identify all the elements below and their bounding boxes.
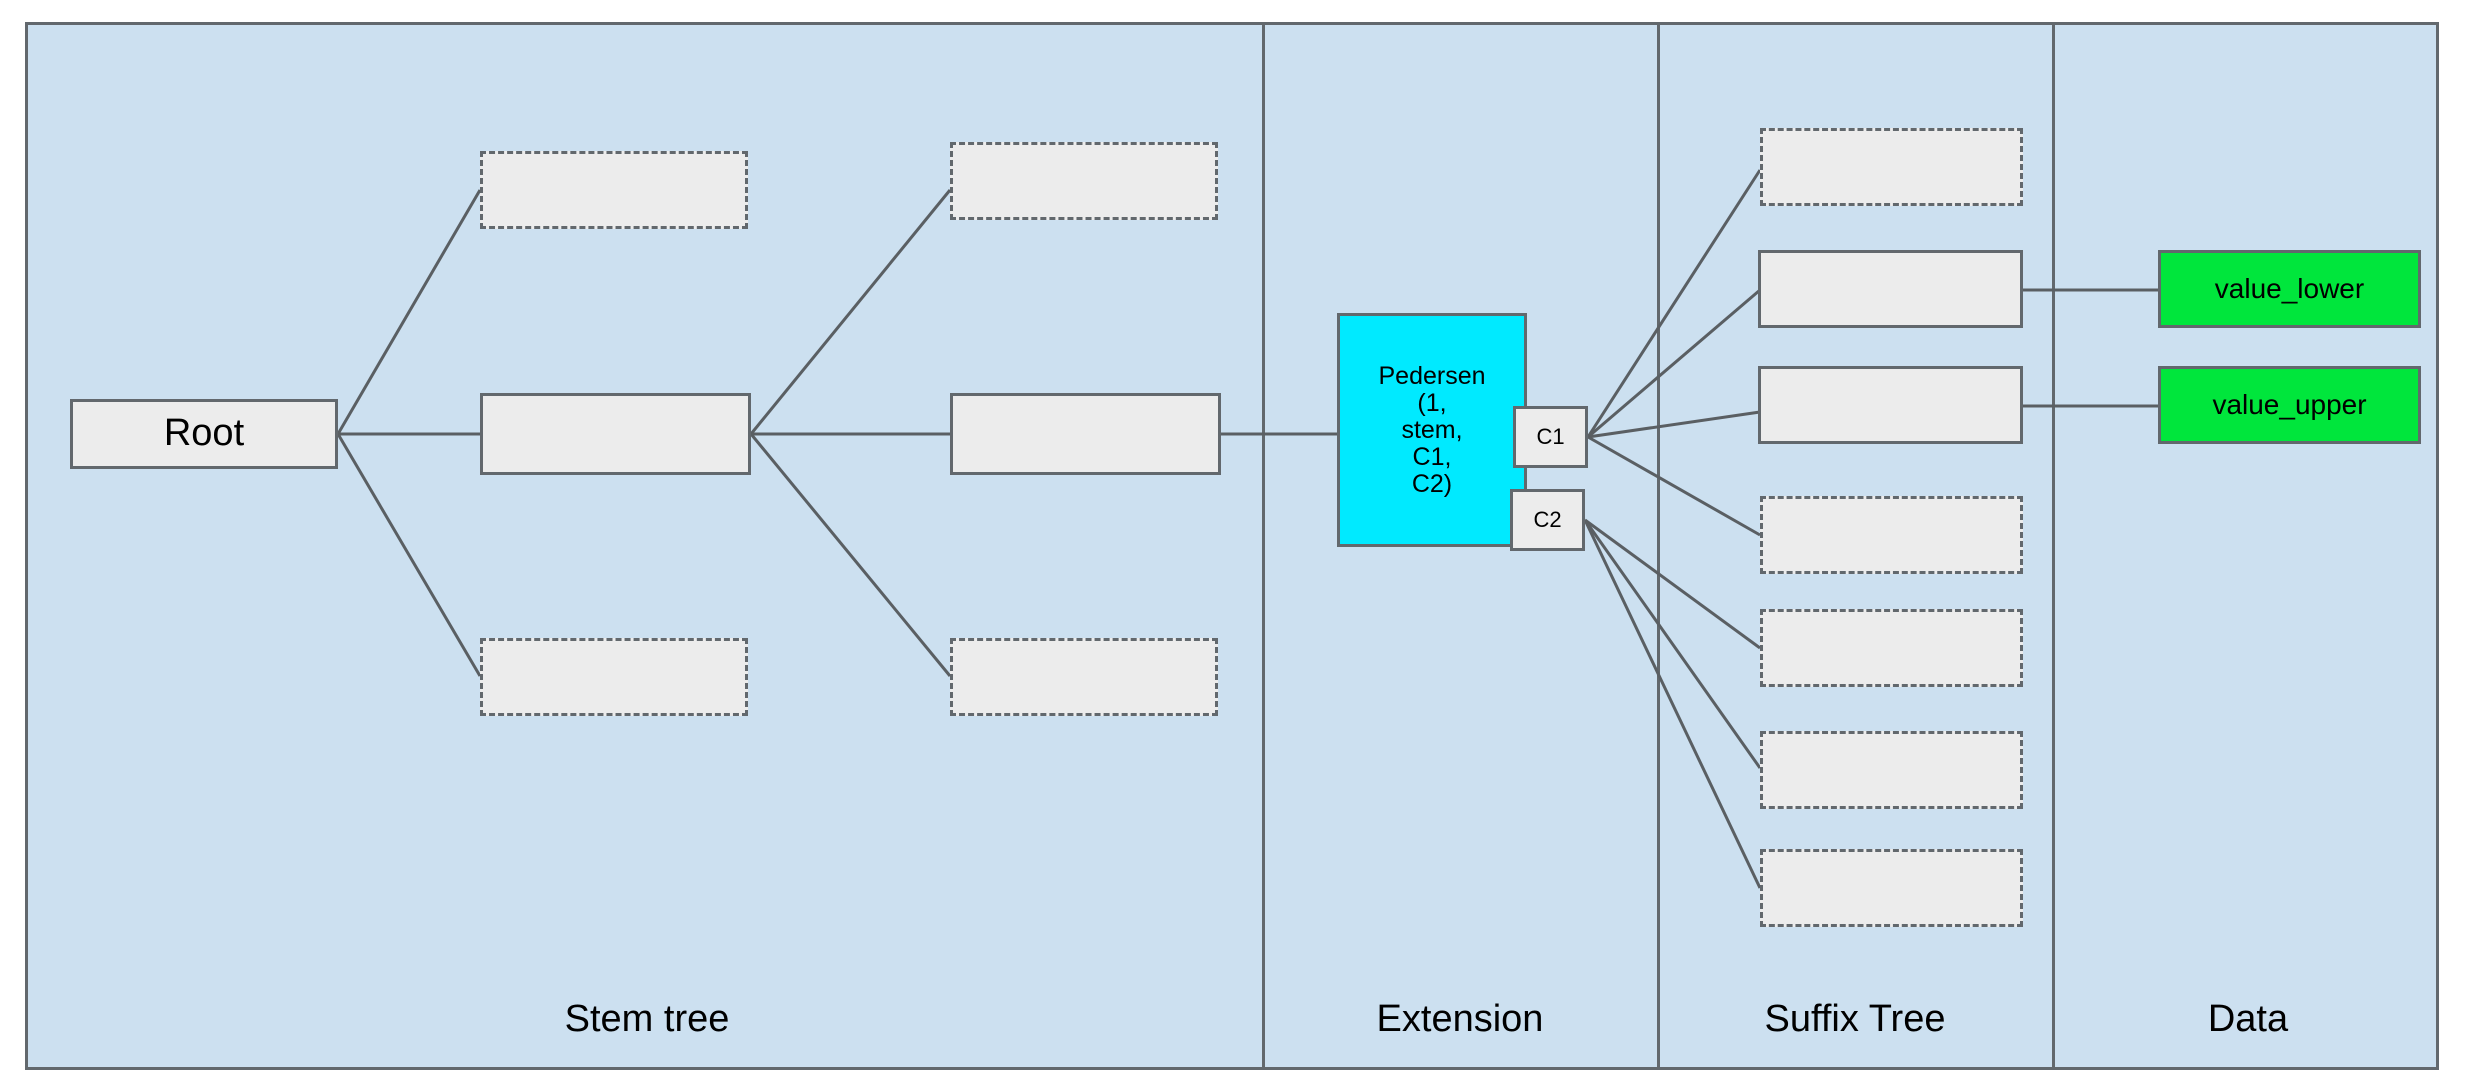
node-stem-mid-1[interactable] <box>480 393 751 475</box>
node-suffix-7[interactable] <box>1760 849 2023 927</box>
zone-label-data: Data <box>2207 998 2289 1040</box>
node-commitment-c2-label: C2 <box>1533 507 1562 533</box>
node-suffix-4[interactable] <box>1760 496 2023 574</box>
divider-extension-suffix <box>1657 22 1660 1070</box>
node-root[interactable]: Root <box>70 399 338 469</box>
node-stem-upper-1[interactable] <box>480 151 748 229</box>
node-pedersen-commitment[interactable]: Pedersen (1, stem, C1, C2) <box>1337 313 1527 547</box>
node-value-lower-label: value_lower <box>2214 272 2365 304</box>
node-suffix-6[interactable] <box>1760 731 2023 809</box>
node-commitment-c2[interactable]: C2 <box>1510 489 1585 551</box>
node-value-upper-label: value_upper <box>2212 388 2367 420</box>
zone-label-stem-tree: Stem tree <box>564 998 730 1040</box>
node-stem-mid-2[interactable] <box>950 393 1221 475</box>
node-suffix-2[interactable] <box>1758 250 2023 328</box>
node-commitment-c1-label: C1 <box>1536 424 1565 450</box>
node-stem-lower-1[interactable] <box>480 638 748 716</box>
zone-label-extension: Extension <box>1376 998 1544 1040</box>
node-pedersen-label: Pedersen (1, stem, C1, C2) <box>1378 361 1486 498</box>
node-value-lower[interactable]: value_lower <box>2158 250 2421 328</box>
node-value-upper[interactable]: value_upper <box>2158 366 2421 444</box>
divider-stem-extension <box>1262 22 1265 1070</box>
node-root-label: Root <box>163 412 245 455</box>
node-commitment-c1[interactable]: C1 <box>1513 406 1588 468</box>
node-suffix-1[interactable] <box>1760 128 2023 206</box>
node-stem-lower-2[interactable] <box>950 638 1218 716</box>
diagram-frame <box>25 22 2439 1070</box>
divider-suffix-data <box>2052 22 2055 1070</box>
node-suffix-3[interactable] <box>1758 366 2023 444</box>
zone-label-suffix-tree: Suffix Tree <box>1764 998 1946 1040</box>
node-suffix-5[interactable] <box>1760 609 2023 687</box>
node-stem-upper-2[interactable] <box>950 142 1218 220</box>
